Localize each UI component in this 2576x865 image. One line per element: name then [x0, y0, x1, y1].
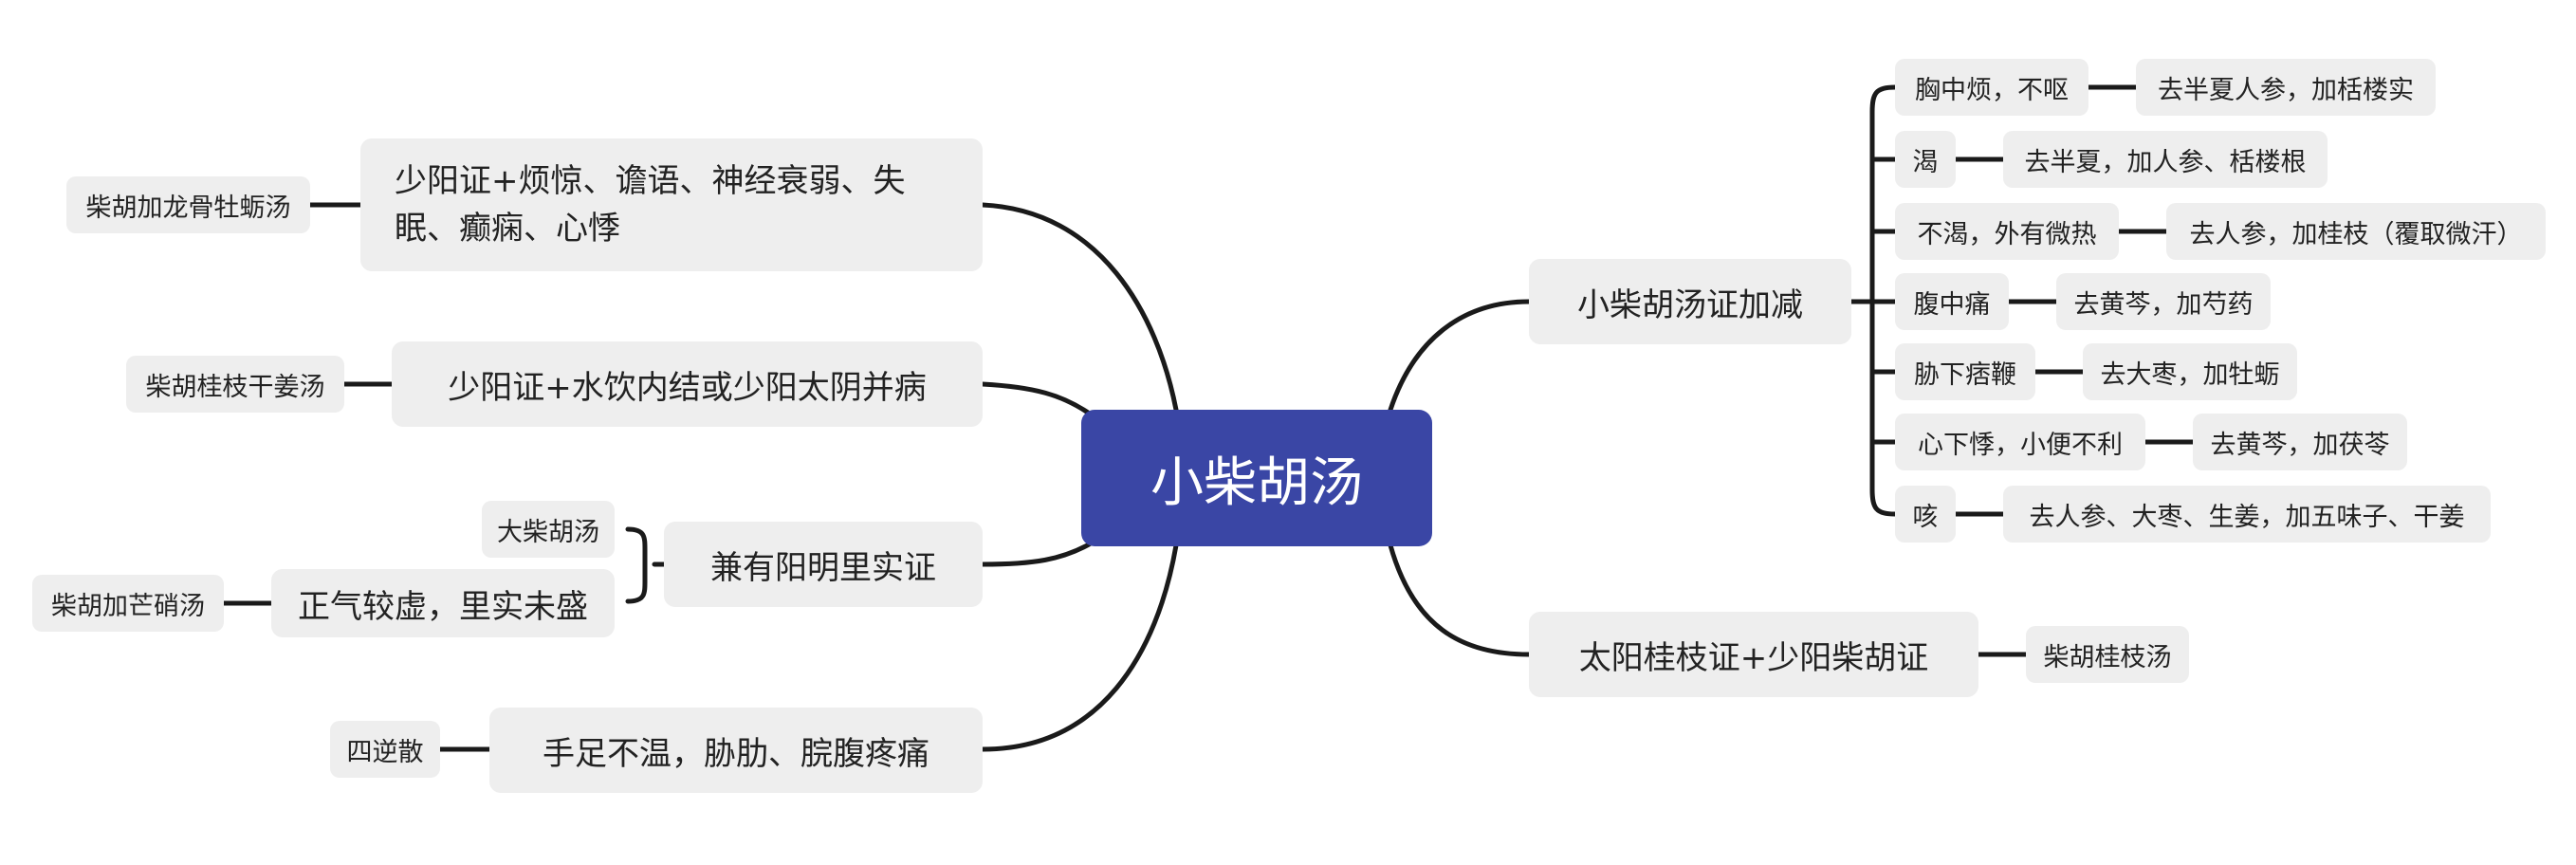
branch-jiajian[interactable]: 小柴胡汤证加减 — [1529, 259, 1851, 344]
root-topic[interactable]: 小柴胡汤 — [1081, 410, 1432, 546]
link-root-b1 — [980, 202, 1179, 413]
cond-xinxia-ji[interactable]: 心下悸，小便不利 — [1895, 414, 2145, 470]
link-root-b2 — [980, 381, 1094, 417]
branch-taiyang-shaoyang[interactable]: 太阳桂枝证+少阳柴胡证 — [1529, 612, 1978, 697]
leaf-da-chaihu-tang[interactable]: 大柴胡汤 — [482, 501, 615, 558]
rx-gualou-gen[interactable]: 去半夏，加人参、栝楼根 — [2003, 131, 2328, 188]
branch-shuiyin-neijie[interactable]: 少阳证+水饮内结或少阳太阴并病 — [392, 341, 983, 427]
cond-buke-weire[interactable]: 不渴，外有微热 — [1895, 203, 2119, 260]
cond-ke-thirst[interactable]: 渴 — [1895, 131, 1956, 188]
bracket-b3 — [625, 526, 667, 604]
rx-shaoyao[interactable]: 去黄芩，加芍药 — [2056, 273, 2271, 330]
rx-wuweizi-ganjiang[interactable]: 去人参、大枣、生姜，加五味子、干姜 — [2003, 486, 2491, 543]
link-root-b4 — [980, 543, 1179, 752]
link-root-r1 — [1388, 299, 1532, 413]
cond-xiongzhong-fan[interactable]: 胸中烦，不呕 — [1895, 59, 2088, 116]
rx-guizhi[interactable]: 去人参，加桂枝（覆取微汗） — [2166, 203, 2546, 260]
branch-yangming-lishi[interactable]: 兼有阳明里实证 — [664, 522, 983, 607]
cond-ke-cough[interactable]: 咳 — [1895, 486, 1956, 543]
rx-gualou-shi[interactable]: 去半夏人参，加栝楼实 — [2136, 59, 2436, 116]
rx-fuling[interactable]: 去黄芩，加茯苓 — [2193, 414, 2407, 470]
branch-longgu-muli[interactable]: 少阳证+烦惊、谵语、神经衰弱、失眠、癫痫、心悸 — [360, 138, 983, 271]
link-root-b3 — [980, 541, 1094, 567]
leaf-chaihu-guizhi-tang[interactable]: 柴胡桂枝汤 — [2026, 626, 2189, 683]
cond-xiexia-pibian[interactable]: 胁下痞鞭 — [1895, 343, 2035, 400]
sub-zhengqi-jiaoxu[interactable]: 正气较虚，里实未盛 — [271, 569, 615, 637]
cond-fuzhong-tong[interactable]: 腹中痛 — [1895, 273, 2009, 330]
leaf-sini-san[interactable]: 四逆散 — [330, 721, 440, 778]
link-root-r2 — [1388, 543, 1532, 657]
leaf-chaihu-guizhi-ganjiang-tang[interactable]: 柴胡桂枝干姜汤 — [126, 356, 344, 413]
rx-muli[interactable]: 去大枣，加牡蛎 — [2083, 343, 2297, 400]
branch-shouzu-buwen[interactable]: 手足不温，胁肋、脘腹疼痛 — [489, 708, 983, 793]
leaf-chaihu-jia-mangxiao-tang[interactable]: 柴胡加芒硝汤 — [32, 575, 224, 632]
leaf-chaihu-longgu-muli-tang[interactable]: 柴胡加龙骨牡蛎汤 — [66, 176, 310, 233]
